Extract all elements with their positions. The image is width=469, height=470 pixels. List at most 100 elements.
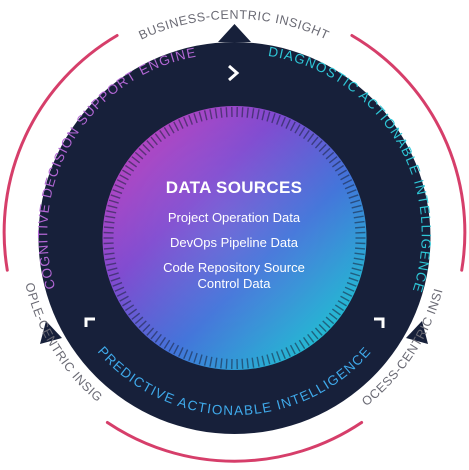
core-tick-mark <box>334 304 344 312</box>
core-tick-mark <box>225 358 228 369</box>
core-tick-mark <box>271 113 276 124</box>
core-tick-mark <box>128 308 138 316</box>
core-tick-mark <box>193 113 198 124</box>
core-tick-mark <box>107 204 118 209</box>
core-tick-mark <box>106 210 117 214</box>
core-tick-mark <box>112 281 123 287</box>
core-tick-mark <box>104 220 115 224</box>
core-tick-mark <box>110 277 121 282</box>
core-tick-mark <box>131 312 141 320</box>
core-tick-mark <box>354 252 365 256</box>
data-sources-panel: DATA SOURCES Project Operation Data DevO… <box>134 178 334 301</box>
core-tick-mark <box>285 347 291 357</box>
core-tick-mark <box>302 130 310 140</box>
core-tick-mark <box>342 179 353 185</box>
core-tick-mark <box>108 272 119 277</box>
core-tick-mark <box>342 291 353 297</box>
data-source-item-devops: DevOps Pipeline Data <box>170 235 298 250</box>
core-tick-mark <box>105 257 116 261</box>
core-tick-mark <box>146 140 155 149</box>
outer-arc-top-left <box>2 34 119 272</box>
core-tick-mark <box>351 267 362 272</box>
core-tick-mark <box>354 220 365 224</box>
core-tick-mark <box>351 204 362 209</box>
core-tick-mark <box>280 116 286 127</box>
core-tick-mark <box>318 323 327 333</box>
core-tick-mark <box>251 357 255 368</box>
core-tick-mark <box>276 351 281 362</box>
core-tick-mark <box>131 156 141 164</box>
core-tick-mark <box>246 358 249 369</box>
core-tick-mark <box>298 339 306 349</box>
core-tick-mark <box>350 272 361 277</box>
core-tick-mark <box>325 151 335 160</box>
core-tick-mark <box>203 355 208 366</box>
core-tick-mark <box>350 199 361 204</box>
core-tick-mark <box>353 257 364 261</box>
core-tick-mark <box>142 323 151 333</box>
core-tick-mark <box>134 316 144 325</box>
core-tick-mark <box>159 130 167 140</box>
core-tick-mark <box>116 179 127 185</box>
core-tick-mark <box>355 247 366 250</box>
core-tick-mark <box>173 344 180 355</box>
core-tick-mark <box>322 147 331 156</box>
core-tick-mark <box>352 210 363 214</box>
core-tick-mark <box>150 330 158 340</box>
core-tick-mark <box>294 342 301 352</box>
core-tick-mark <box>307 333 315 343</box>
outer-arc-top-right <box>350 34 467 272</box>
core-tick-mark <box>344 286 355 292</box>
core-tick-mark <box>328 312 338 320</box>
core-tick-mark <box>355 226 366 229</box>
core-tick-mark <box>193 352 198 363</box>
core-tick-mark <box>108 199 119 204</box>
core-tick-mark <box>188 351 193 362</box>
core-tick-mark <box>346 189 357 195</box>
core-tick-mark <box>340 295 350 302</box>
core-tick-mark <box>289 344 296 355</box>
core-tick-mark <box>198 111 203 122</box>
core-tick-mark <box>241 107 244 118</box>
core-tick-mark <box>241 358 244 369</box>
core-tick-mark <box>346 281 357 287</box>
core-tick-mark <box>168 342 175 352</box>
core-tick-mark <box>220 107 223 118</box>
core-tick-mark <box>266 111 271 122</box>
core-tick-mark <box>256 109 260 120</box>
core-tick-mark <box>318 143 327 153</box>
corner-bracket-right-icon <box>374 317 385 328</box>
outer-arc-bottom <box>105 421 364 463</box>
core-tick-mark <box>168 124 175 134</box>
core-tick-mark <box>114 286 125 292</box>
core-tick-mark <box>331 308 341 316</box>
core-tick-mark <box>280 349 286 360</box>
core-tick-mark <box>325 316 335 325</box>
core-tick-mark <box>112 189 123 195</box>
core-tick-mark <box>183 349 189 360</box>
core-tick-mark <box>183 116 189 127</box>
core-tick-mark <box>138 320 147 329</box>
core-tick-mark <box>246 107 249 118</box>
core-tick-mark <box>105 215 116 219</box>
core-tick-mark <box>154 333 162 343</box>
core-tick-mark <box>289 121 296 132</box>
core-tick-mark <box>261 110 266 121</box>
core-tick-mark <box>261 355 266 366</box>
core-tick-mark <box>328 156 338 164</box>
core-tick-mark <box>314 327 323 336</box>
data-source-item-code-repo: Code Repository Source Control Data <box>163 260 305 291</box>
core-tick-mark <box>198 354 203 365</box>
core-tick-mark <box>138 147 147 156</box>
core-tick-mark <box>298 127 306 137</box>
core-tick-mark <box>173 121 180 132</box>
core-tick-mark <box>103 247 114 250</box>
ring-notch-top <box>218 24 251 42</box>
core-tick-mark <box>307 133 315 143</box>
core-tick-mark <box>119 295 129 302</box>
core-tick-mark <box>146 327 155 336</box>
data-source-item-project: Project Operation Data <box>167 210 301 225</box>
core-tick-mark <box>348 277 359 282</box>
core-tick-mark <box>322 320 331 329</box>
corner-bracket-left-icon <box>84 317 95 327</box>
